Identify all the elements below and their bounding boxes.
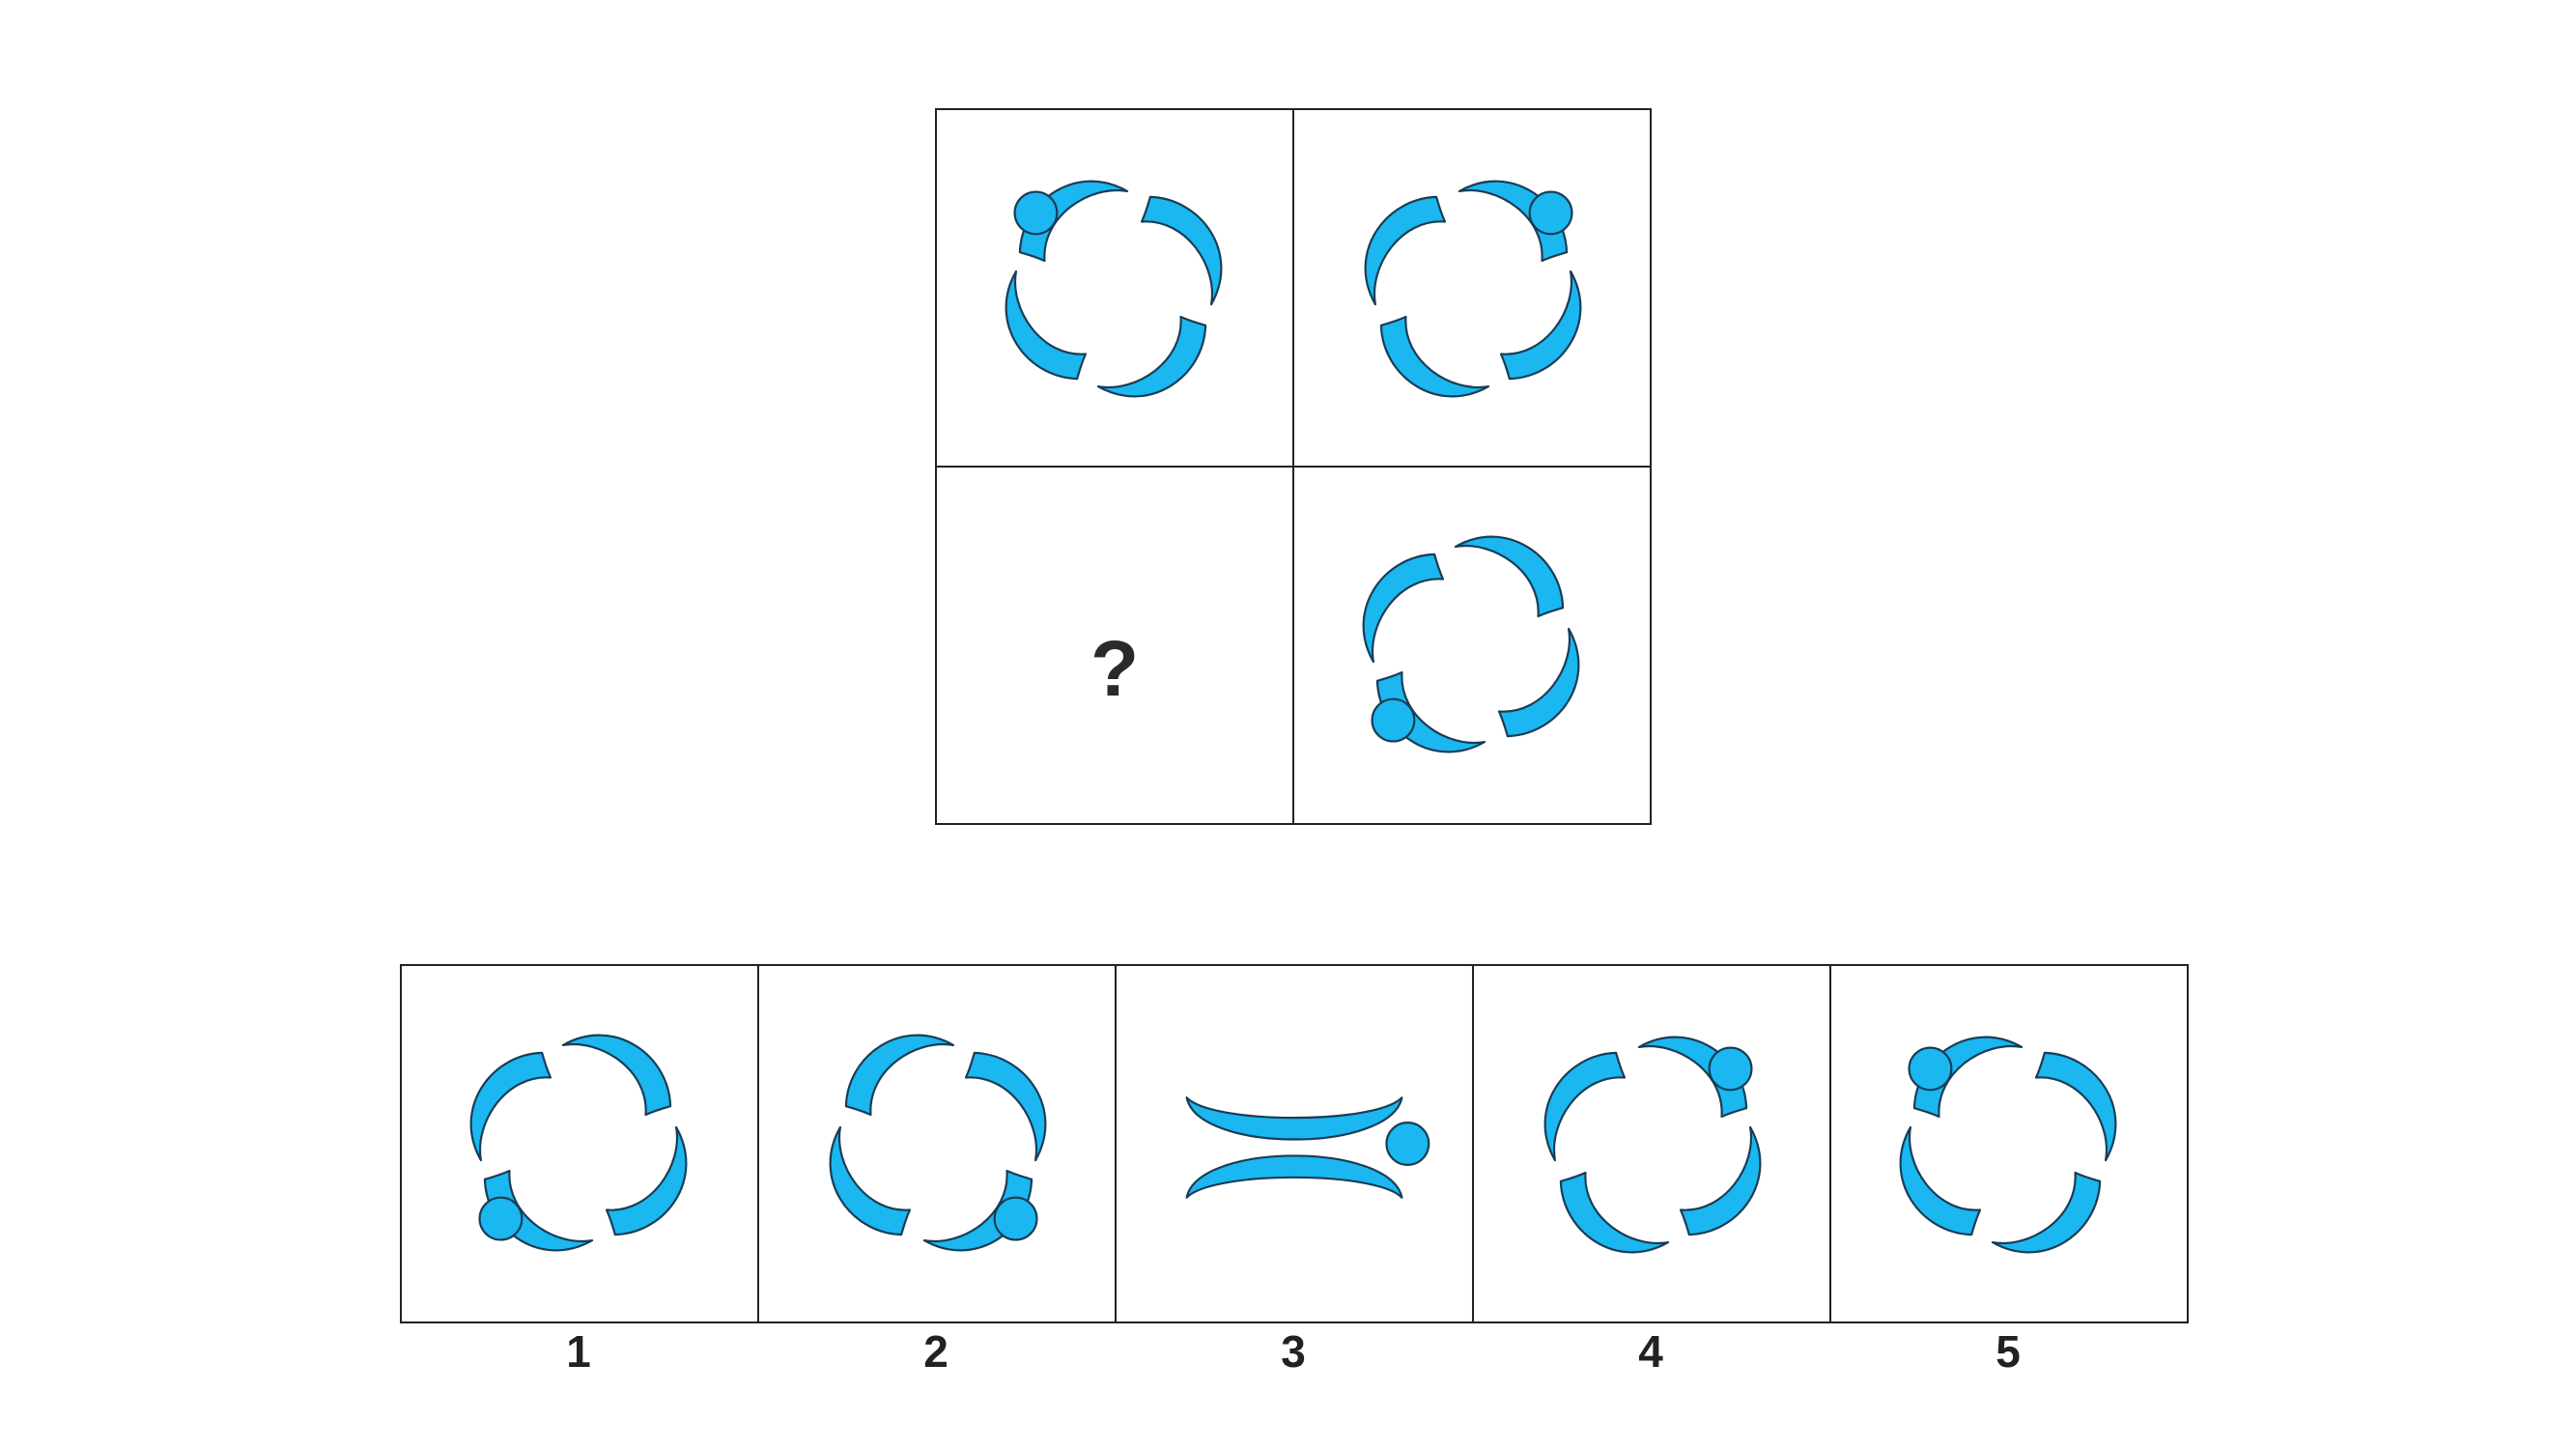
matrix-cell-bottom-right bbox=[1292, 466, 1652, 825]
option-3[interactable] bbox=[1115, 964, 1474, 1323]
pinwheel-figure bbox=[1831, 966, 2187, 1321]
bowl-figure bbox=[1185, 1096, 1430, 1199]
pinwheel-figure bbox=[402, 966, 757, 1321]
pinwheel-figure bbox=[1294, 468, 1650, 823]
matrix-cell-top-left bbox=[935, 108, 1294, 468]
option-label-1: 1 bbox=[566, 1326, 591, 1377]
option-label-3: 3 bbox=[1281, 1326, 1306, 1377]
pinwheel-figure bbox=[937, 110, 1292, 466]
option-5[interactable] bbox=[1829, 964, 2189, 1323]
pinwheel-figure bbox=[1474, 966, 1829, 1321]
option-label-2: 2 bbox=[923, 1326, 948, 1377]
option-label-5: 5 bbox=[1996, 1326, 2021, 1377]
matrix-cell-top-right bbox=[1292, 108, 1652, 468]
option-4[interactable] bbox=[1472, 964, 1831, 1323]
option-1[interactable] bbox=[400, 964, 759, 1323]
pinwheel-figure bbox=[1294, 110, 1650, 466]
matrix-cell-bottom-left[interactable]: ? bbox=[935, 466, 1294, 825]
pinwheel-figure bbox=[759, 966, 1115, 1321]
option-label-4: 4 bbox=[1638, 1326, 1663, 1377]
question-mark: ? bbox=[1090, 625, 1140, 713]
option-2[interactable] bbox=[757, 964, 1117, 1323]
